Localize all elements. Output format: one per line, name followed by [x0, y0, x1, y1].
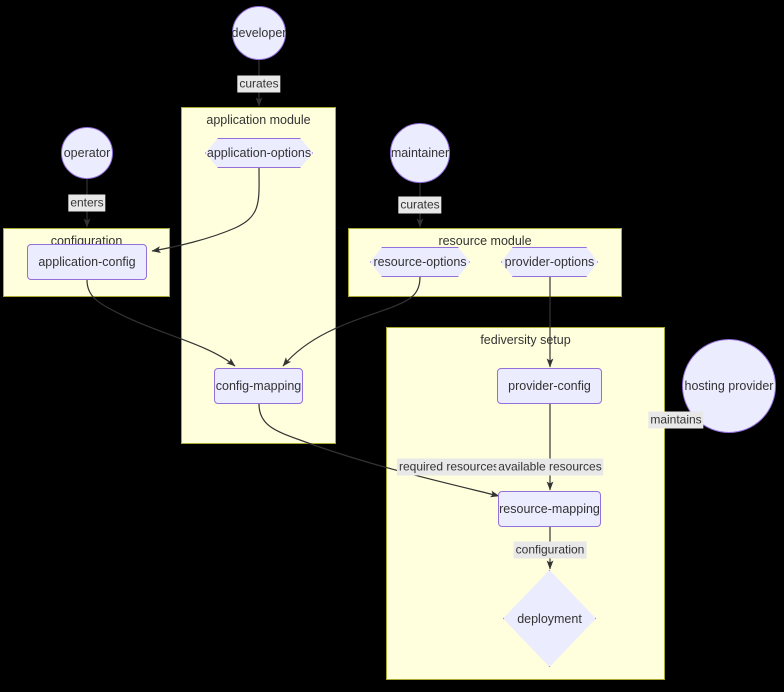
node-resource-options-shape: resource-options [370, 247, 470, 277]
cluster-title-application-module: application module [206, 113, 311, 127]
node-label-resource-mapping: resource-mapping [499, 502, 600, 516]
node-config-mapping[interactable]: config-mapping [214, 368, 303, 404]
node-label-developer: developer [231, 26, 287, 40]
node-application-config[interactable]: application-config [27, 244, 147, 280]
node-provider-config[interactable]: provider-config [497, 368, 602, 404]
node-operator[interactable]: operator [61, 127, 113, 179]
node-hosting-provider[interactable]: hosting provider [682, 339, 776, 433]
cluster-title-resource-module: resource module [438, 234, 532, 248]
node-label-deployment: deployment [517, 611, 582, 626]
node-label-provider-options: provider-options [504, 255, 595, 269]
node-label-operator: operator [63, 146, 111, 160]
edge-label-enters: enters [68, 194, 106, 212]
node-label-application-options: application-options [206, 146, 312, 160]
node-label-hosting-provider: hosting provider [684, 379, 774, 393]
edge-label-maintains: maintains [648, 411, 704, 429]
node-maintainer[interactable]: maintainer [390, 123, 450, 183]
node-label-application-config: application-config [38, 255, 136, 269]
edge-label-curates-maintainer: curates [398, 196, 442, 214]
edge-label-available-resources: available resources [496, 458, 604, 476]
node-provider-options[interactable]: provider-options [501, 247, 598, 277]
node-label-config-mapping: config-mapping [215, 379, 302, 393]
node-resource-options[interactable]: resource-options [370, 247, 470, 277]
edge-label-curates-developer: curates [237, 75, 281, 93]
node-developer[interactable]: developer [232, 6, 286, 60]
node-resource-mapping[interactable]: resource-mapping [498, 491, 601, 527]
node-application-options-shape: application-options [205, 138, 313, 168]
node-provider-options-shape: provider-options [501, 247, 598, 277]
cluster-title-fediversity-setup: fediversity setup [480, 333, 571, 347]
node-deployment[interactable]: deployment [503, 570, 596, 667]
node-label-maintainer: maintainer [390, 146, 450, 160]
edge-label-configuration: configuration [513, 541, 587, 559]
node-label-resource-options: resource-options [373, 255, 467, 269]
node-application-options[interactable]: application-options [205, 138, 313, 168]
edge-label-required-resources: required resources [396, 458, 502, 476]
node-label-provider-config: provider-config [508, 379, 591, 393]
